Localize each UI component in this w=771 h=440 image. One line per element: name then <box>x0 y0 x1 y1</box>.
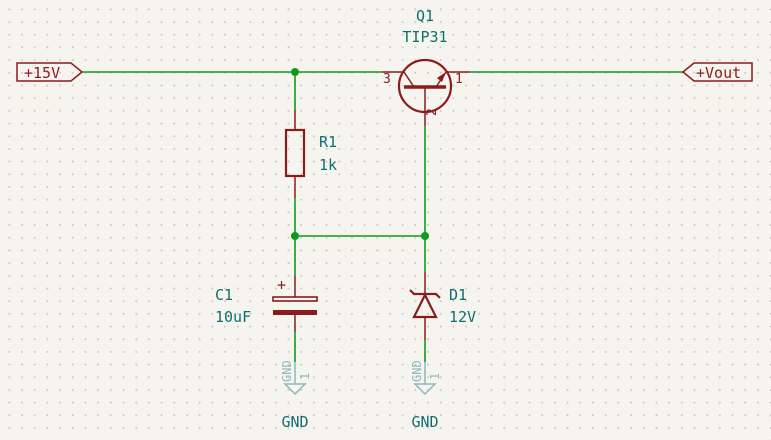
q1-value: TIP31 <box>402 28 447 46</box>
input-label-text: +15V <box>24 64 60 82</box>
input-power-label[interactable]: +15V <box>16 62 84 82</box>
c1-polarity-mark: + <box>277 276 286 294</box>
d1-value: 12V <box>449 308 476 326</box>
junction-left-mid <box>291 232 299 240</box>
zener-diode-d1[interactable]: D1 12V <box>409 272 476 340</box>
gnd-d1-pin-number: 1 <box>428 373 442 380</box>
resistor-r1[interactable]: R1 1k <box>284 110 337 198</box>
q1-reference: Q1 <box>416 7 434 25</box>
ground-symbol-c1[interactable]: GND 1 GND <box>280 360 312 431</box>
junction-right-mid <box>421 232 429 240</box>
gnd-d1-pin-label: GND <box>410 360 424 382</box>
gnd-c1-pin-number: 1 <box>298 373 312 380</box>
q1-pin-emitter-number: 1 <box>455 72 463 87</box>
gnd-d1-name: GND <box>411 413 438 431</box>
output-label-flag <box>681 62 753 82</box>
gnd-c1-pin-label: GND <box>280 360 294 382</box>
junction-top <box>291 68 299 76</box>
gnd-c1-triangle <box>283 383 307 396</box>
q1-pin-base-number: 2 <box>425 108 440 116</box>
transistor-q1[interactable]: Q1 TIP31 3 1 2 <box>382 7 470 126</box>
c1-value: 10uF <box>215 308 251 326</box>
ground-symbol-d1[interactable]: GND 1 GND <box>410 360 442 431</box>
c1-reference: C1 <box>215 286 233 304</box>
q1-emitter-arrow <box>437 72 446 82</box>
d1-reference: D1 <box>449 286 467 304</box>
d1-zener-bar <box>409 289 441 299</box>
capacitor-c1[interactable]: + C1 10uF <box>215 276 318 332</box>
d1-triangle <box>412 292 438 319</box>
gnd-c1-name: GND <box>281 413 308 431</box>
r1-body <box>284 128 306 178</box>
c1-positive-plate <box>272 296 318 302</box>
c1-negative-plate <box>273 310 317 315</box>
q1-collector-lead <box>403 71 415 88</box>
output-label-text: +Vout <box>696 64 741 82</box>
r1-reference: R1 <box>319 133 337 151</box>
wires <box>82 71 683 362</box>
output-power-label[interactable]: +Vout <box>681 62 753 82</box>
input-label-flag <box>16 62 84 82</box>
gnd-d1-triangle <box>413 383 437 396</box>
r1-value: 1k <box>319 156 337 174</box>
q1-pin-collector-number: 3 <box>383 72 391 87</box>
